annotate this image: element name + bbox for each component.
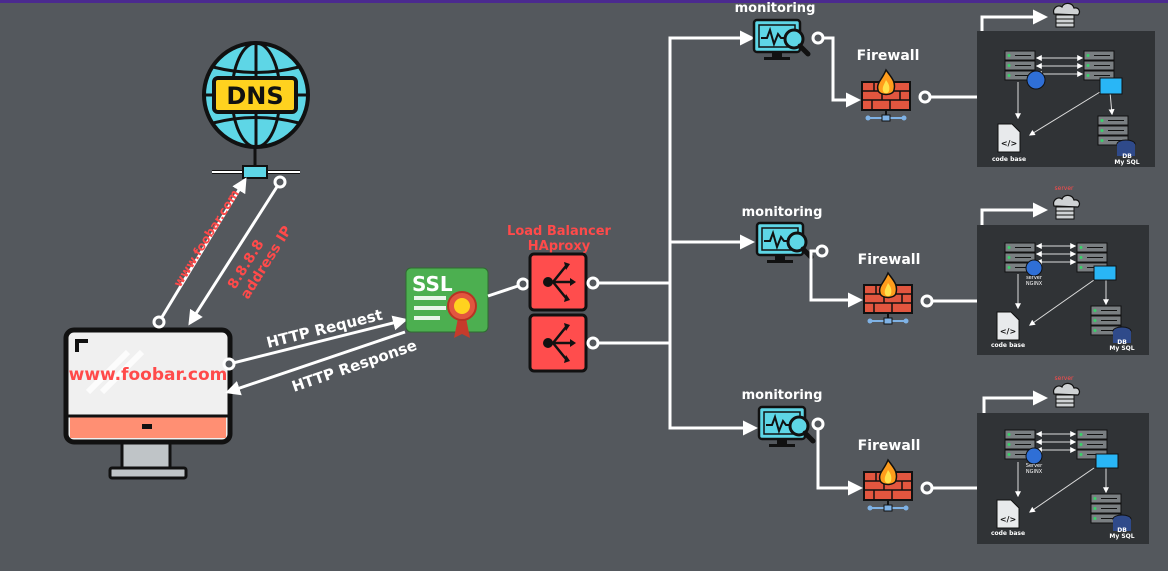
svg-text:</>: </> <box>1000 515 1016 524</box>
branch-2-server-panel: </> <box>977 225 1149 355</box>
client-computer-icon <box>63 327 233 480</box>
http-response-arrow <box>225 330 406 396</box>
branch-3-web-server-line1: Server <box>1026 463 1043 469</box>
branch-2-firewall-icon <box>863 272 913 325</box>
branch-2-monitor-to-firewall <box>809 249 863 308</box>
branch-3-db-line1: DB <box>1117 527 1127 534</box>
branch-1-firewall-label: Firewall <box>857 48 920 64</box>
branch-2-monitoring-label: monitoring <box>742 205 823 220</box>
lb-distribution-lines <box>593 30 758 436</box>
branch-3-monitoring-icon <box>759 407 813 447</box>
branch-3-server-panel: </> <box>977 413 1149 544</box>
dns-answer-arrow <box>188 181 282 326</box>
branch-2-server-label: server <box>1055 185 1075 192</box>
branch-2-web-server-line2: NGINX <box>1026 281 1043 287</box>
branch-1-cloud-server-icon <box>1053 2 1081 28</box>
branch-3-cloud-server-icon <box>1053 382 1081 408</box>
load-balancer-icon-1 <box>528 252 588 312</box>
branch-2-firewall-label: Firewall <box>858 252 921 268</box>
branch-1-firewall-icon <box>861 69 911 122</box>
http-request-arrow <box>228 315 408 366</box>
branch-3-web-server-line2: NGINX <box>1026 469 1043 475</box>
branch-1-db-line1: DB <box>1122 153 1132 160</box>
top-accent-bar <box>0 0 1168 3</box>
branch-1-monitoring-icon <box>754 20 808 60</box>
branch-1-codebase-label: code base <box>992 156 1026 163</box>
branch-3-monitor-to-firewall <box>816 424 863 496</box>
branch-3-codebase-label: code base <box>991 530 1025 537</box>
branch-1-server-panel: </> <box>977 31 1155 167</box>
svg-text:</>: </> <box>1001 139 1017 148</box>
lb-title-line2: HAproxy <box>528 239 591 254</box>
branch-1-db-line2: My SQL <box>1114 159 1139 166</box>
lb-title-line1: Load Balancer <box>507 224 612 239</box>
branch-3-db-line2: My SQL <box>1109 533 1134 540</box>
load-balancer-icon-2 <box>528 313 588 373</box>
client-url-label: www.foobar.com <box>69 365 228 385</box>
branch-3-firewall-icon <box>863 459 913 512</box>
branch-3-server-label: server <box>1055 375 1075 382</box>
branch-3-monitoring-label: monitoring <box>742 388 823 403</box>
ssl-label: SSL <box>412 272 453 296</box>
branch-1-monitoring-label: monitoring <box>735 1 816 16</box>
branch-2-db-line1: DB <box>1117 339 1127 346</box>
dns-label: DNS <box>226 82 283 110</box>
dns-query-arrow <box>157 177 247 323</box>
branch-2-cloud-server-icon <box>1053 194 1081 220</box>
branch-2-monitoring-icon <box>757 223 811 263</box>
branch-2-web-server-line1: server <box>1026 275 1043 281</box>
branch-2-db-line2: My SQL <box>1109 345 1134 352</box>
svg-text:</>: </> <box>1000 327 1016 336</box>
branch-1-monitor-to-firewall <box>818 36 861 108</box>
ssl-certificate-icon <box>405 267 489 338</box>
ssl-to-lb-connector <box>487 283 522 298</box>
branch-3-firewall-label: Firewall <box>858 438 921 454</box>
branch-2-codebase-label: code base <box>991 342 1025 349</box>
dns-globe-icon <box>202 41 310 179</box>
